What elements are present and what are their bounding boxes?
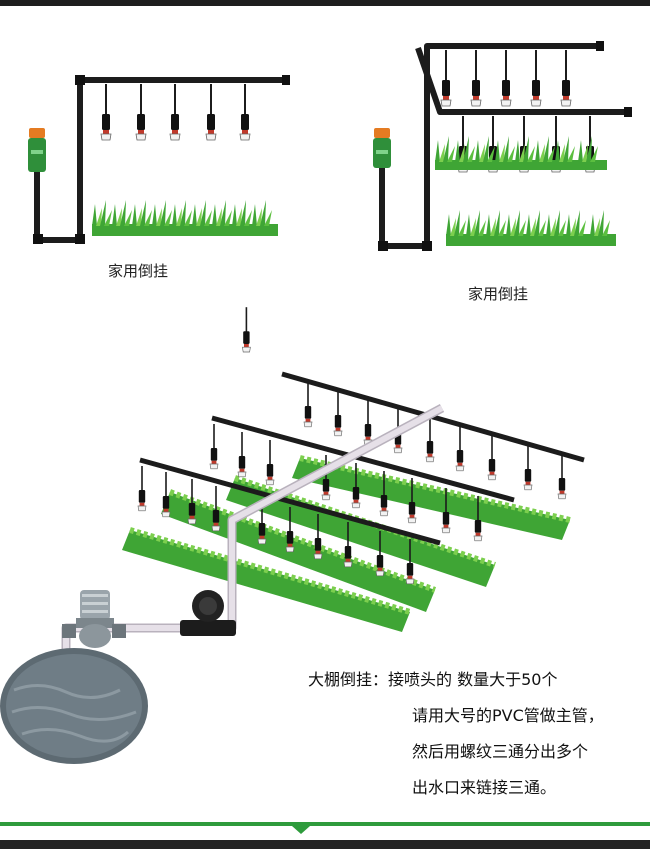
- note-line-1: 大棚倒挂：接喷头的 数量大于50个: [308, 670, 558, 689]
- sprinkler-nozzle-icon: [500, 49, 512, 107]
- pvc-main-pipe: [61, 404, 445, 698]
- sprinkler-nozzle-icon: [100, 83, 112, 141]
- sprinkler-nozzle-icon: [239, 83, 251, 141]
- grass-strip-icon: [292, 455, 571, 540]
- y-filter-icon: [180, 590, 236, 636]
- grass-strip-icon: [92, 200, 278, 236]
- note-line-4: 出水口来链接三通。: [412, 778, 557, 797]
- top-border: [0, 0, 650, 6]
- left-hanging-diagram: [28, 75, 290, 244]
- sprinkler-nozzle-icon: [205, 83, 217, 141]
- water-pool-icon: [0, 648, 148, 764]
- sprinkler-nozzle-icon: [169, 83, 181, 141]
- faucet-icon: [28, 128, 46, 172]
- right-hanging-diagram: [373, 41, 632, 251]
- greenhouse-diagram: [0, 306, 585, 764]
- grass-strip-icon: [446, 210, 616, 246]
- footer-divider: [0, 822, 650, 826]
- right-diagram-caption: 家用倒挂: [468, 285, 529, 303]
- sprinkler-nozzle-icon: [560, 49, 572, 107]
- note-line-3: 然后用螺纹三通分出多个: [412, 742, 589, 761]
- greenhouse-note: 大棚倒挂：接喷头的 数量大于50个 请用大号的PVC管做主管， 然后用螺纹三通分…: [308, 662, 638, 806]
- note-line-2: 请用大号的PVC管做主管，: [412, 706, 604, 725]
- sprinkler-nozzle-icon: [242, 306, 251, 353]
- footer-arrow-icon: [292, 826, 310, 834]
- sprinkler-nozzle-icon: [470, 49, 482, 107]
- grass-strip-icon: [435, 136, 607, 170]
- water-pump-icon: [62, 590, 126, 648]
- footer-bottom-strip: [0, 840, 650, 849]
- sprinkler-nozzle-icon: [530, 49, 542, 107]
- sprinkler-nozzle-icon: [135, 83, 147, 141]
- sprinkler-nozzle-icon: [440, 49, 452, 107]
- faucet-icon: [373, 128, 391, 168]
- grass-strip-icon: [122, 527, 411, 632]
- left-diagram-caption: 家用倒挂: [108, 262, 169, 280]
